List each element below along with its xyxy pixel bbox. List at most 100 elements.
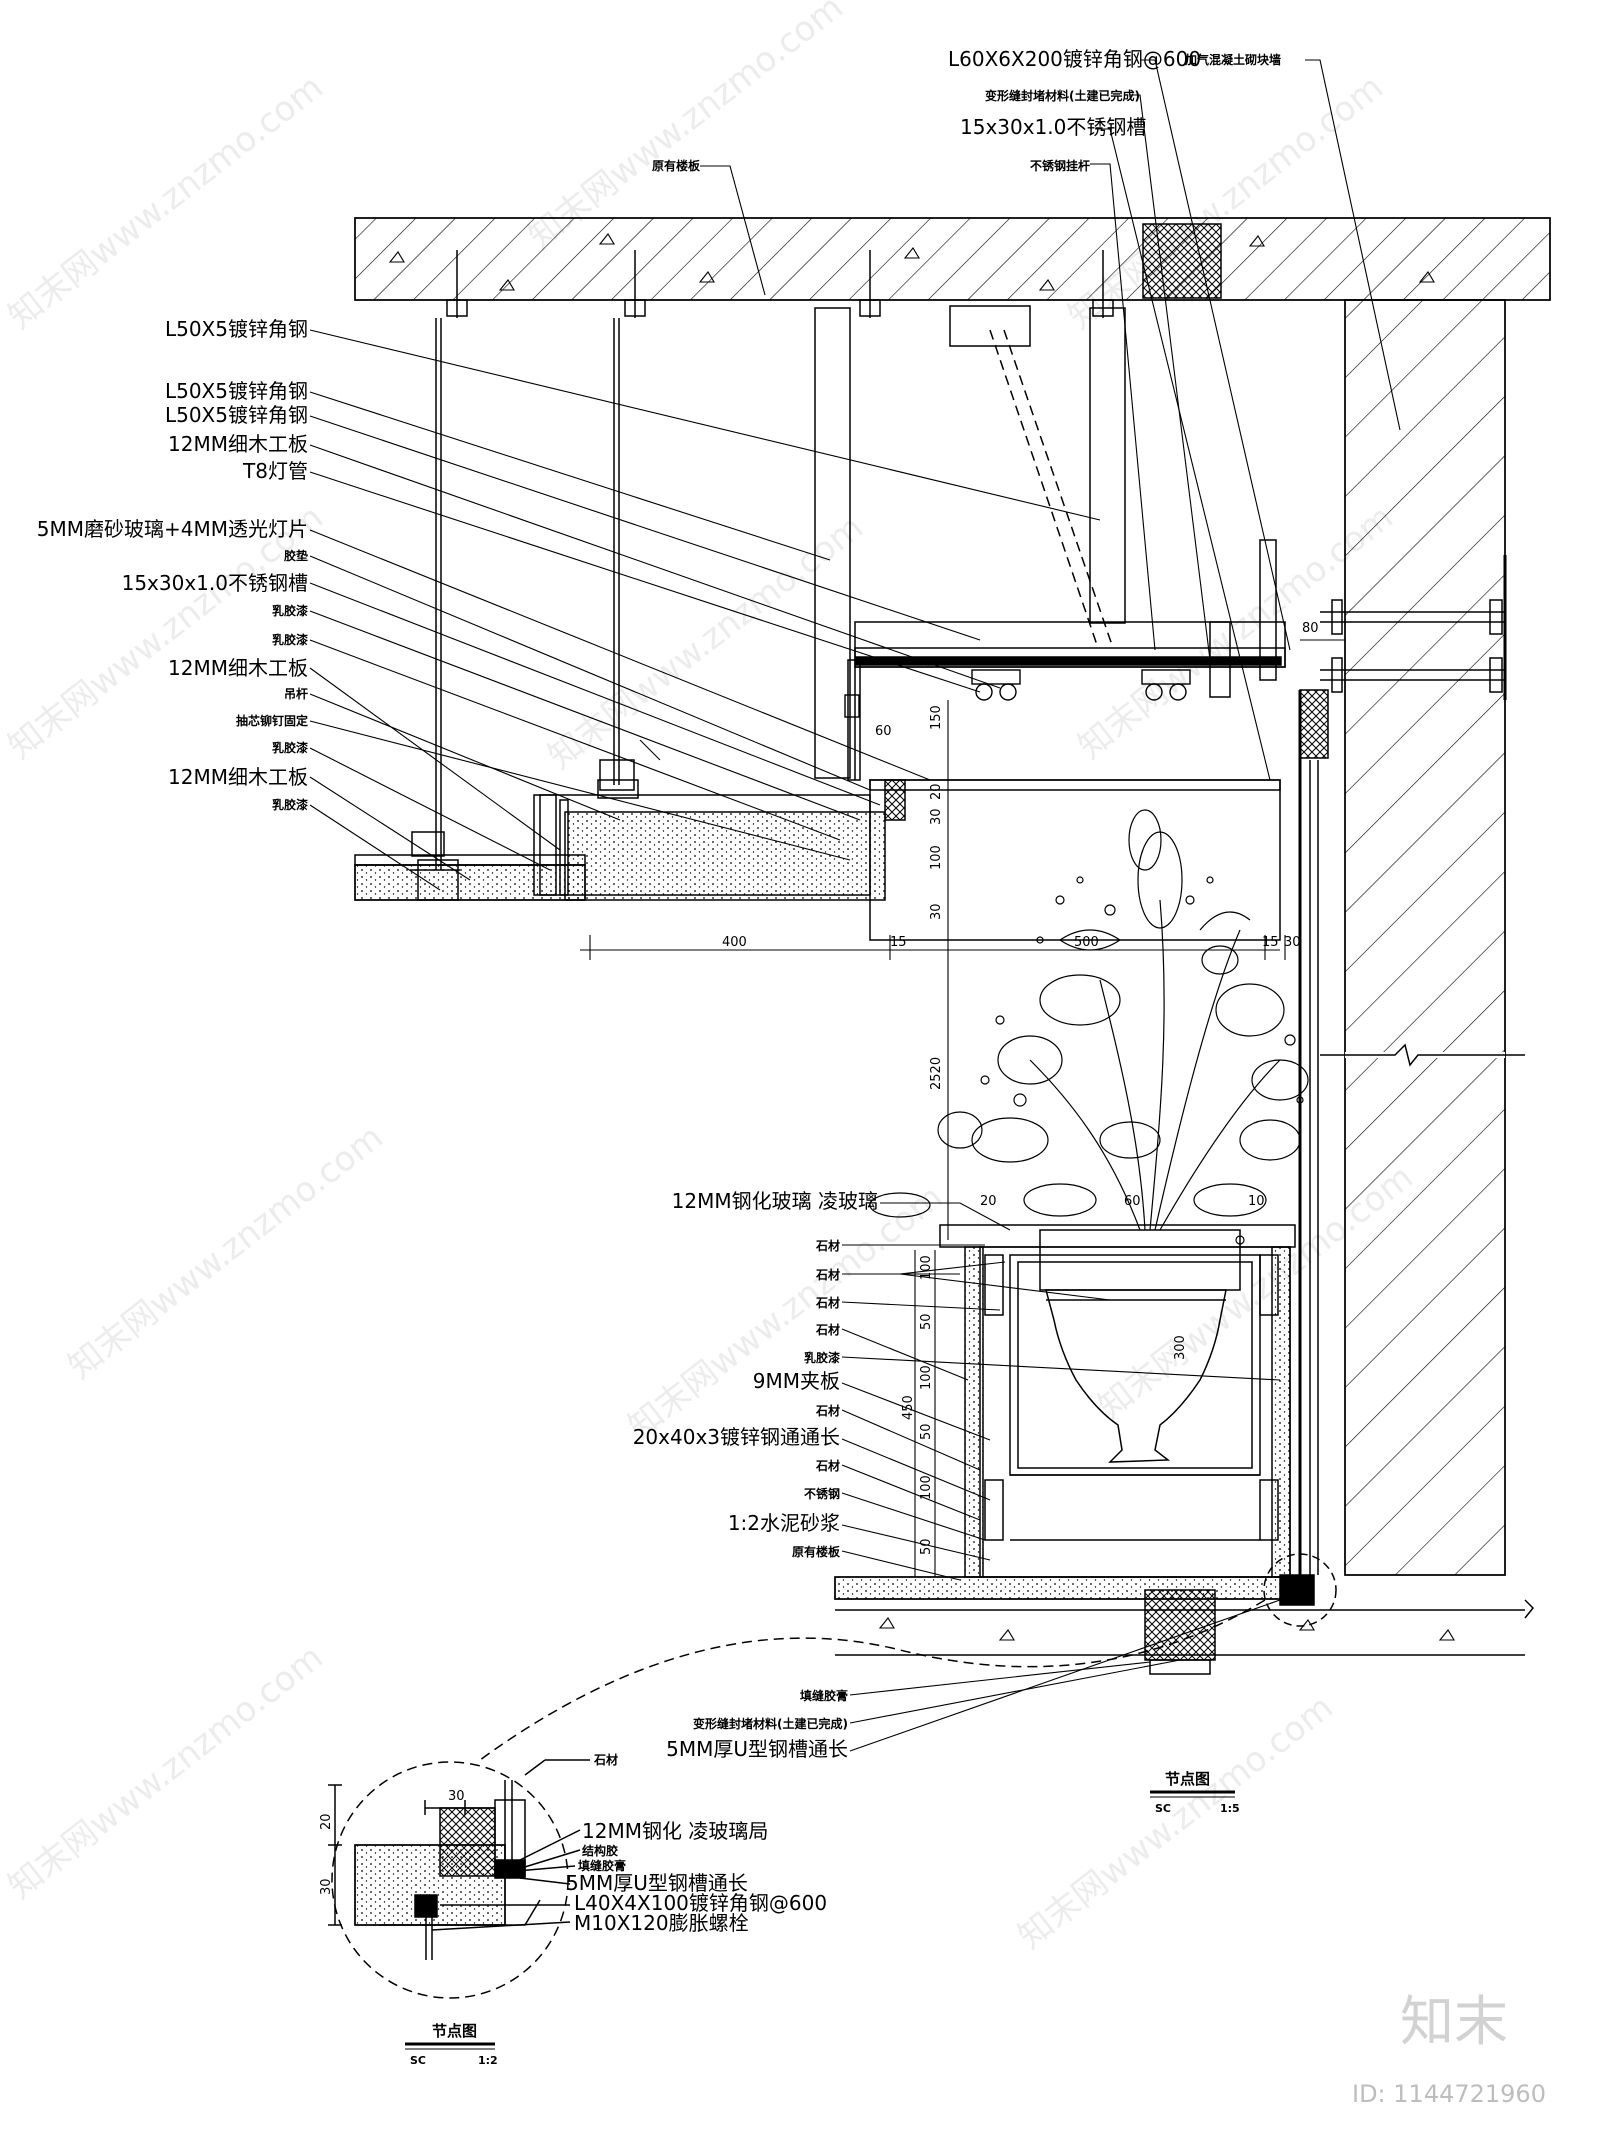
detail-caption-title: 节点图 — [432, 2022, 477, 2040]
label-9mm-board: 9MM夹板 — [753, 1369, 840, 1393]
detail-dim-30b: 30 — [319, 1878, 334, 1895]
label-steel-channel: 15x30x1.0不锈钢槽 — [122, 571, 308, 595]
ceiling-boards — [354, 305, 1286, 941]
detail-label-sealant: 填缝胶膏 — [578, 1858, 626, 1873]
flower-arrangement — [869, 809, 1309, 1245]
detail-caption-sc: SC — [410, 2054, 426, 2067]
left-labels: L50X5镀锌角钢 L50X5镀锌角钢 L50X5镀锌角钢 12MM细木工板 T… — [37, 317, 308, 812]
dim-20: 20 — [929, 783, 944, 800]
detail-caption: 节点图 SC 1:2 — [405, 2022, 498, 2067]
dim-400: 400 — [722, 935, 747, 950]
label-mortar: 1:2水泥砂浆 — [728, 1511, 840, 1535]
label-frosted-glass: 5MM磨砂玻璃+4MM透光灯片 — [37, 517, 308, 541]
floor-slab — [479, 1553, 1535, 1761]
dim-15b: 15 — [1262, 935, 1279, 950]
label-latex-paint-2: 乳胶漆 — [272, 632, 308, 647]
branding: 知末 ID: 1144721960 — [1352, 1990, 1546, 2108]
detail-dim-20: 20 — [319, 1813, 334, 1830]
label-angle-steel-3: L50X5镀锌角钢 — [165, 403, 308, 427]
dim-60b: 60 — [1124, 1194, 1141, 1209]
watermark: 知末网www.znzmo.com — [1011, 1687, 1341, 1957]
main-caption: 节点图 SC 1:5 — [1150, 1770, 1240, 1815]
label-stone-4: 石材 — [815, 1322, 840, 1337]
label-angle-steel-2: L50X5镀锌角钢 — [165, 379, 308, 403]
detail-dim-30: 30 — [448, 1789, 465, 1804]
top-labels: L60X6X200镀锌角钢@600 变形缝封堵材料(土建已完成) 15x30x1… — [652, 47, 1281, 173]
main-caption-scale: 1:5 — [1220, 1802, 1240, 1815]
detail-label-l40-angle: L40X4X100镀锌角钢@600 — [574, 1891, 827, 1915]
t8-lamps — [844, 669, 1191, 718]
watermark: 知末网www.znzmo.com — [1, 1637, 331, 1907]
planter-labels: 12MM钢化玻璃 凌玻璃 石材 石材 石材 石材 乳胶漆 9MM夹板 石材 20… — [633, 1189, 878, 1559]
detail-label-stone: 石材 — [593, 1752, 618, 1767]
label-plywood-1: 12MM细木工板 — [168, 432, 308, 456]
dim-30c: 30 — [1284, 935, 1301, 950]
label-existing-slab: 原有楼板 — [792, 1544, 841, 1559]
planter-box — [939, 1224, 1296, 1578]
block-wall — [1320, 299, 1525, 1576]
dim-450: 450 — [901, 1395, 916, 1420]
dim-300: 300 — [1173, 1335, 1188, 1360]
label-rubber-pad: 胶垫 — [284, 548, 308, 563]
label-stone-3: 石材 — [815, 1295, 840, 1310]
dim-30b: 30 — [929, 903, 944, 920]
dim-100b: 100 — [919, 1255, 934, 1280]
label-block-wall: 加气混凝土砌块墙 — [1184, 52, 1281, 67]
detail-label-bolt: M10X120膨胀螺栓 — [574, 1911, 749, 1935]
dim-500: 500 — [1074, 935, 1099, 950]
label-angle-steel-1: L50X5镀锌角钢 — [165, 317, 308, 341]
label-stone-5: 石材 — [815, 1403, 840, 1418]
label-l60-angle: L60X6X200镀锌角钢@600 — [948, 47, 1201, 71]
label-stone-2: 石材 — [815, 1267, 840, 1282]
dimension-texts: 150 60 20 30 100 30 400 15 500 15 30 80 … — [722, 621, 1319, 1555]
dim-30a: 30 — [929, 808, 944, 825]
dim-80: 80 — [1302, 621, 1319, 636]
label-hanging-rod: 不锈钢挂杆 — [1030, 158, 1090, 173]
label-joint-filler-top: 变形缝封堵材料(土建已完成) — [985, 88, 1140, 103]
ceiling-hangers — [410, 250, 1114, 901]
dimension-lines — [580, 639, 1345, 1577]
label-t8-lamp: T8灯管 — [242, 459, 308, 483]
dim-60: 60 — [875, 724, 892, 739]
label-latex-paint-planter: 乳胶漆 — [804, 1350, 840, 1365]
main-caption-sc: SC — [1155, 1802, 1171, 1815]
detail-label-u-channel: 5MM厚U型钢槽通长 — [566, 1871, 748, 1895]
dim-50c: 50 — [919, 1538, 934, 1555]
dim-150: 150 — [929, 705, 944, 730]
label-tempered-glass: 12MM钢化玻璃 凌玻璃 — [672, 1189, 878, 1213]
label-steel-channel-top: 15x30x1.0不锈钢槽 — [960, 115, 1146, 139]
bottom-labels: 填缝胶膏 变形缝封堵材料(土建已完成) 5MM厚U型钢槽通长 — [666, 1688, 848, 1761]
detail-view — [328, 1759, 590, 1999]
label-galvanized-tube: 20x40x3镀锌钢通通长 — [633, 1425, 840, 1449]
watermark: 知末网www.znzmo.com — [1, 67, 331, 337]
label-u-channel: 5MM厚U型钢槽通长 — [666, 1737, 848, 1761]
image-id: ID: 1144721960 — [1352, 2080, 1546, 2108]
dim-100c: 100 — [919, 1365, 934, 1390]
label-sealant: 填缝胶膏 — [800, 1688, 848, 1703]
detail-caption-scale: 1:2 — [478, 2054, 498, 2067]
dim-15a: 15 — [890, 935, 907, 950]
bottom-leaders — [849, 1599, 1281, 1752]
label-latex-paint-1: 乳胶漆 — [272, 603, 308, 618]
dim-50a: 50 — [919, 1313, 934, 1330]
detail-label-structural-glue: 结构胶 — [582, 1843, 618, 1858]
label-stainless: 不锈钢 — [804, 1486, 840, 1501]
label-hanger-rod: 吊杆 — [284, 686, 308, 701]
label-stone-1: 石材 — [815, 1238, 840, 1253]
label-latex-paint-4: 乳胶漆 — [272, 797, 308, 812]
detail-label-glass: 12MM钢化 凌玻璃局 — [582, 1819, 768, 1843]
brand-logo: 知末 — [1400, 1990, 1508, 2053]
leader-lines — [309, 59, 1401, 1231]
dim-10: 10 — [1248, 1194, 1265, 1209]
label-rivet: 抽芯铆钉固定 — [236, 713, 308, 728]
watermark: 知末网www.znzmo.com — [61, 1117, 391, 1387]
label-plywood-2: 12MM细木工板 — [168, 656, 308, 680]
dim-100d: 100 — [919, 1475, 934, 1500]
dim-2520: 2520 — [929, 1057, 944, 1090]
ceiling-slab — [354, 217, 1551, 301]
label-joint-filler-bottom: 变形缝封堵材料(土建已完成) — [693, 1716, 848, 1731]
planter-leaders — [841, 1244, 1281, 1581]
label-existing-slab-top: 原有楼板 — [652, 158, 701, 173]
